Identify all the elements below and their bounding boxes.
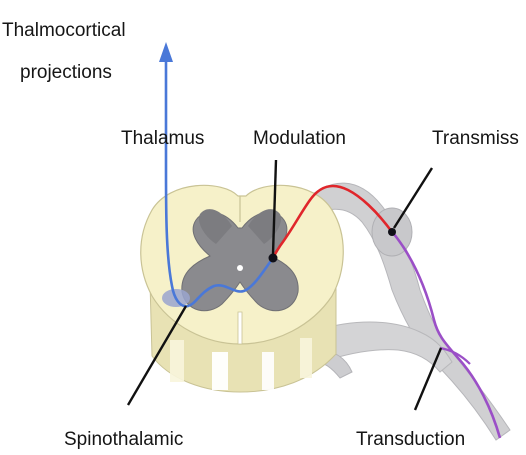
label-spinothalamic: Spinothalamic bbox=[64, 429, 183, 450]
arrow-up-icon bbox=[159, 42, 173, 62]
spinal-cord bbox=[141, 185, 344, 392]
label-thalamocortical-line1: Thalmocortical bbox=[2, 20, 126, 41]
transmission-leader-line bbox=[394, 168, 432, 228]
transmission-dot-icon bbox=[388, 228, 396, 236]
label-modulation: Modulation bbox=[253, 128, 346, 149]
label-thalamocortical-line2: projections bbox=[20, 62, 112, 83]
label-transmission: Transmiss bbox=[432, 128, 519, 149]
label-thalamus: Thalamus bbox=[121, 128, 204, 149]
label-transduction: Transduction bbox=[356, 429, 465, 450]
modulation-synapse-dot-icon bbox=[269, 254, 278, 263]
